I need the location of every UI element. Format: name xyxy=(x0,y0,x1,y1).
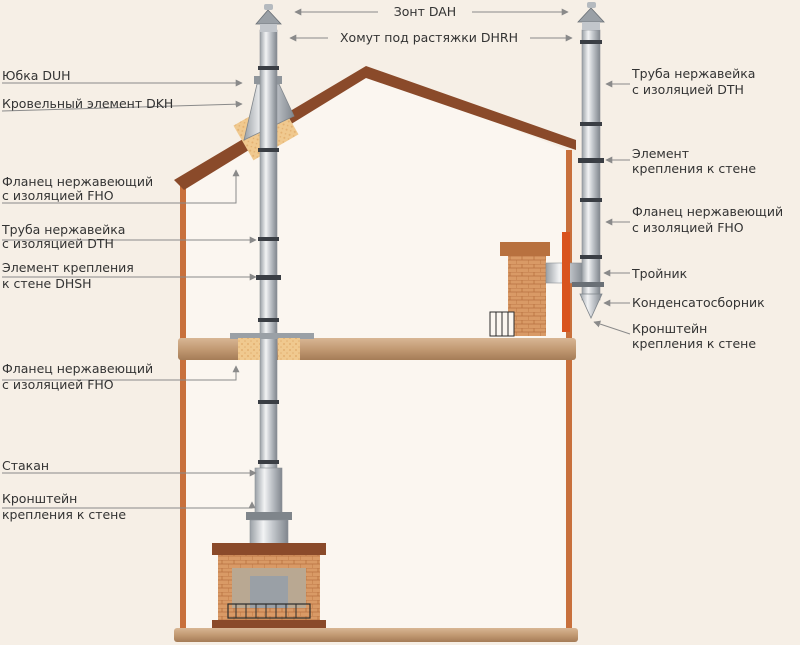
left-wall xyxy=(180,185,186,635)
floor-plate xyxy=(230,333,314,339)
label-right-flange-line1: Фланец нержавеющий xyxy=(632,204,783,219)
right-chimney xyxy=(545,2,605,332)
label-flange2-line2: с изоляцией FHO xyxy=(2,377,114,392)
label-right-wall-elem-line1: Элемент xyxy=(632,146,689,161)
label-skirt: Юбка DUH xyxy=(2,68,71,83)
label-flange1-line2: с изоляцией FHO xyxy=(2,188,114,203)
label-pipe-line1: Труба нержавейка xyxy=(1,222,125,237)
label-right-pipe-line2: с изоляцией DTH xyxy=(632,82,744,97)
leader-lines xyxy=(1,8,631,509)
fireplace-icon xyxy=(212,543,326,628)
label-flange1-line1: Фланец нержавеющий xyxy=(2,174,153,189)
right-bracket xyxy=(572,282,604,287)
label-right-wall-elem-line2: крепления к стене xyxy=(632,161,756,176)
label-top-clamp: Хомут под растяжки DHRH xyxy=(340,30,518,45)
chimney-cap-icon xyxy=(255,4,282,32)
label-wall-elem-line2: к стене DHSH xyxy=(2,276,92,291)
middle-floor xyxy=(178,338,576,360)
label-bracket-line2: крепления к стене xyxy=(2,507,126,522)
floor-insulation-left xyxy=(238,338,260,360)
bracket xyxy=(246,512,292,520)
stove-icon xyxy=(489,242,550,337)
condensate-collector xyxy=(579,293,603,319)
label-tee: Тройник xyxy=(631,266,688,281)
right-pipe-rings xyxy=(578,40,604,259)
label-right-bracket-line2: крепления к стене xyxy=(632,336,756,351)
labels: Зонт DAH Хомут под растяжки DHRH Юбка DU… xyxy=(1,4,783,522)
label-bracket-line1: Кронштейн xyxy=(2,491,77,506)
label-wall-elem-line1: Элемент крепления xyxy=(2,260,134,275)
floor-insulation-right xyxy=(278,338,300,360)
label-roof-element: Кровельный элемент DKH xyxy=(2,96,173,111)
label-top-cap: Зонт DAH xyxy=(394,4,456,19)
label-glass: Стакан xyxy=(2,458,49,473)
label-right-flange-line2: с изоляцией FHO xyxy=(632,220,744,235)
label-right-bracket-line1: Кронштейн xyxy=(632,321,707,336)
right-pipe xyxy=(581,29,601,301)
ground-floor xyxy=(174,628,578,642)
label-condensate: Конденсатосборник xyxy=(632,295,765,310)
pipe-rings xyxy=(256,66,281,464)
right-wall xyxy=(566,150,572,635)
right-chimney-cap-icon xyxy=(577,2,605,30)
label-right-pipe-line1: Труба нержавейка xyxy=(631,66,755,81)
wall-passage xyxy=(562,232,570,332)
label-pipe-line2: с изоляцией DTH xyxy=(2,236,114,251)
label-flange2-line1: Фланец нержавеющий xyxy=(2,361,153,376)
left-pipe xyxy=(259,29,278,481)
